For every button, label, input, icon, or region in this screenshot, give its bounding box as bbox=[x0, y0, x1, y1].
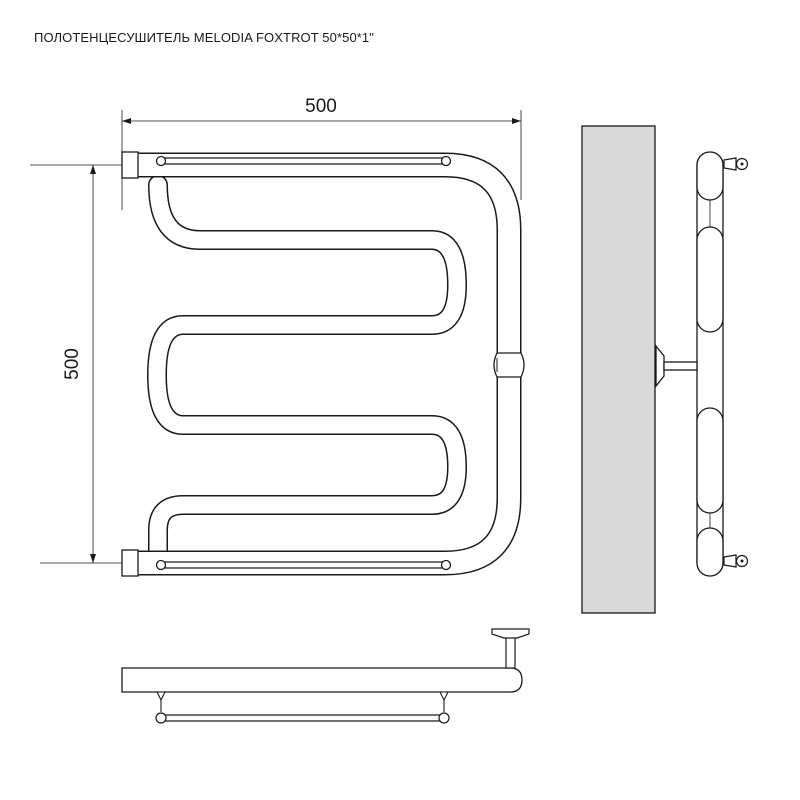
side-tube-segment-upper bbox=[696, 226, 724, 333]
top-view-bracket-post bbox=[505, 635, 516, 669]
top-crossbar-right-end bbox=[440, 155, 452, 167]
top-crossbar-left-end bbox=[155, 155, 167, 167]
drawing-title: ПОЛОТЕНЦЕСУШИТЕЛЬ MELODIA FOXTROT 50*50*… bbox=[34, 30, 374, 45]
bottom-crossbar-right-end bbox=[440, 559, 452, 571]
height-label: 500 bbox=[62, 348, 83, 380]
bottom-crossbar bbox=[161, 561, 447, 569]
bottom-crossbar-left-end bbox=[155, 559, 167, 571]
top-view-crossbar bbox=[162, 714, 443, 722]
bottom-left-end-cap bbox=[121, 549, 139, 577]
top-view-bracket-plate bbox=[491, 628, 530, 639]
side-tube-segment-top bbox=[696, 151, 724, 201]
top-crossbar bbox=[161, 157, 447, 165]
side-tube-segment-lower bbox=[696, 407, 724, 514]
top-valve-icon bbox=[723, 157, 749, 171]
width-label: 500 bbox=[305, 96, 337, 117]
top-view bbox=[121, 628, 530, 724]
side-view bbox=[581, 125, 749, 614]
side-mount-arm bbox=[663, 361, 698, 371]
bottom-valve-icon bbox=[723, 554, 749, 568]
serpentine-tube-fill bbox=[148, 176, 466, 559]
width-dimension: 500 bbox=[121, 96, 522, 210]
wall-mount-bracket bbox=[493, 352, 525, 378]
side-mount-flange bbox=[655, 344, 665, 388]
front-view bbox=[121, 151, 525, 577]
top-view-tube bbox=[121, 667, 523, 693]
top-left-end-cap bbox=[121, 151, 139, 179]
side-tube-segment-bottom bbox=[696, 527, 724, 577]
wall-section bbox=[581, 125, 656, 614]
height-dimension: 500 bbox=[30, 164, 122, 564]
